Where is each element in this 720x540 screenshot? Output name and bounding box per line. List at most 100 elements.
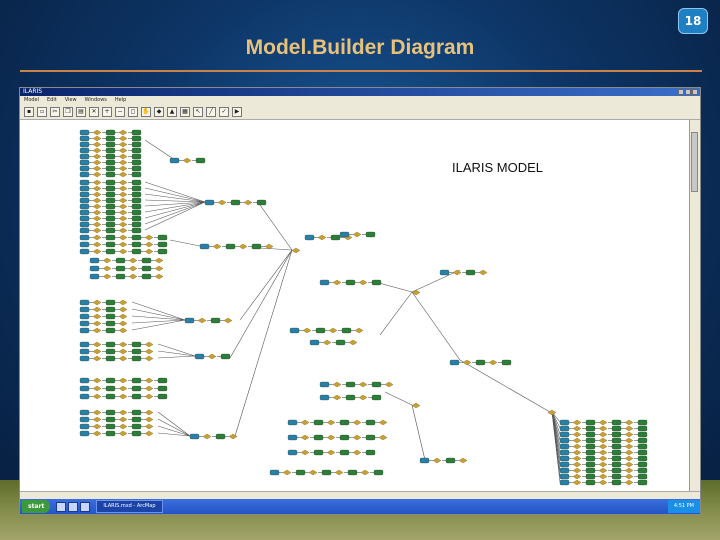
tool-node[interactable] [598, 461, 608, 468]
tool-node[interactable] [300, 419, 310, 426]
model-node[interactable] [330, 234, 341, 241]
tool-node[interactable] [118, 299, 128, 306]
tool-node[interactable] [326, 449, 336, 456]
model-node[interactable] [105, 135, 116, 142]
model-node[interactable] [115, 257, 126, 264]
tool-node[interactable] [92, 348, 102, 355]
model-node[interactable] [141, 257, 152, 264]
model-canvas[interactable]: ILARIS MODEL [20, 120, 690, 491]
tool-node[interactable] [92, 147, 102, 154]
model-node[interactable] [79, 185, 90, 192]
tool-node[interactable] [92, 409, 102, 416]
select-icon[interactable]: ↖ [193, 107, 203, 117]
model-node[interactable] [105, 320, 116, 327]
model-node[interactable] [131, 348, 142, 355]
model-node[interactable] [345, 394, 356, 401]
tool-node[interactable] [92, 215, 102, 222]
full-extent-icon[interactable]: ◻ [128, 107, 138, 117]
tool-node[interactable] [128, 265, 138, 272]
tool-node[interactable] [118, 185, 128, 192]
tool-node[interactable] [624, 425, 634, 432]
model-node[interactable] [585, 479, 596, 486]
tool-node[interactable] [92, 171, 102, 178]
tool-node[interactable] [92, 185, 102, 192]
model-node[interactable] [559, 425, 570, 432]
model-node[interactable] [131, 209, 142, 216]
model-node[interactable] [559, 479, 570, 486]
menu-model[interactable]: Model [24, 97, 40, 103]
model-node[interactable] [105, 423, 116, 430]
model-node[interactable] [313, 434, 324, 441]
model-node[interactable] [79, 159, 90, 166]
model-node[interactable] [256, 199, 267, 206]
tool-node[interactable] [598, 479, 608, 486]
tool-node[interactable] [118, 153, 128, 160]
tool-node[interactable] [317, 234, 327, 241]
tool-node[interactable] [300, 449, 310, 456]
tool-node[interactable] [92, 165, 102, 172]
connect-icon[interactable]: ╱ [206, 107, 216, 117]
model-node[interactable] [210, 317, 221, 324]
model-node[interactable] [79, 141, 90, 148]
tool-node[interactable] [102, 273, 112, 280]
tool-node[interactable] [572, 419, 582, 426]
tool-node[interactable] [92, 191, 102, 198]
model-node[interactable] [79, 171, 90, 178]
model-node[interactable] [611, 431, 622, 438]
model-node[interactable] [131, 159, 142, 166]
tool-node[interactable] [92, 306, 102, 313]
model-node[interactable] [105, 341, 116, 348]
model-node[interactable] [105, 191, 116, 198]
model-node[interactable] [105, 416, 116, 423]
tool-node[interactable] [118, 423, 128, 430]
tool-node[interactable] [432, 457, 442, 464]
browser-icon[interactable] [68, 501, 79, 512]
tool-node[interactable] [118, 320, 128, 327]
model-node[interactable] [189, 433, 200, 440]
tool-node[interactable] [144, 430, 154, 437]
tool-node[interactable] [598, 473, 608, 480]
model-node[interactable] [131, 416, 142, 423]
tool-node[interactable] [92, 299, 102, 306]
tool-node[interactable] [358, 394, 368, 401]
tool-node[interactable] [478, 269, 488, 276]
add-data-icon[interactable]: ◆ [154, 107, 164, 117]
model-node[interactable] [131, 171, 142, 178]
model-node[interactable] [141, 265, 152, 272]
model-node[interactable] [269, 469, 280, 476]
tool-node[interactable] [572, 425, 582, 432]
tool-node[interactable] [358, 381, 368, 388]
model-node[interactable] [611, 425, 622, 432]
tool-node[interactable] [118, 135, 128, 142]
tool-node[interactable] [118, 430, 128, 437]
tool-node[interactable] [624, 437, 634, 444]
tool-node[interactable] [118, 147, 128, 154]
model-node[interactable] [365, 419, 376, 426]
model-node[interactable] [309, 339, 320, 346]
model-node[interactable] [345, 381, 356, 388]
cut-icon[interactable]: ✂ [50, 107, 60, 117]
model-node[interactable] [79, 355, 90, 362]
model-node[interactable] [105, 215, 116, 222]
tool-node[interactable] [118, 385, 128, 392]
model-node[interactable] [637, 437, 648, 444]
model-node[interactable] [304, 234, 315, 241]
model-node[interactable] [339, 231, 350, 238]
tool-node[interactable] [144, 423, 154, 430]
tool-node[interactable] [598, 437, 608, 444]
model-node[interactable] [559, 455, 570, 462]
model-node[interactable] [319, 381, 330, 388]
model-node[interactable] [195, 157, 206, 164]
tool-node[interactable] [118, 355, 128, 362]
model-node[interactable] [157, 385, 168, 392]
tool-node[interactable] [144, 409, 154, 416]
model-node[interactable] [419, 457, 430, 464]
model-node[interactable] [131, 203, 142, 210]
tool-node[interactable] [624, 431, 634, 438]
model-node[interactable] [585, 473, 596, 480]
tool-node[interactable] [202, 433, 212, 440]
model-node[interactable] [131, 423, 142, 430]
add-tool-icon[interactable]: ▲ [167, 107, 177, 117]
tool-node[interactable] [118, 234, 128, 241]
model-node[interactable] [131, 385, 142, 392]
